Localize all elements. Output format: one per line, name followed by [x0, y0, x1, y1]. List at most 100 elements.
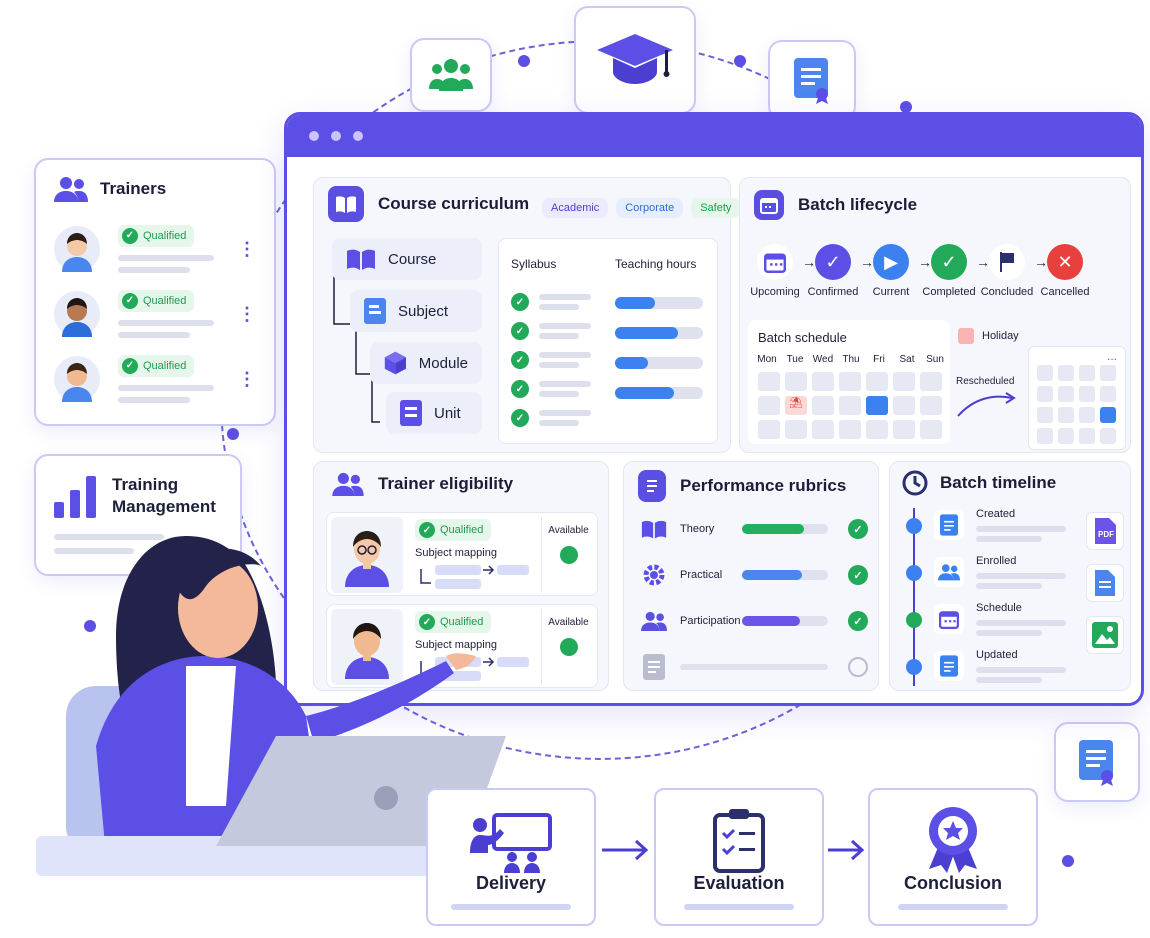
- document-icon: [638, 654, 670, 680]
- pdf-file-icon[interactable]: PDF: [1086, 512, 1124, 550]
- stage-completed[interactable]: ✓Completed: [918, 244, 980, 298]
- calendar-day[interactable]: [1100, 407, 1116, 423]
- teacher-board-icon: [470, 813, 552, 873]
- stage-upcoming[interactable]: Upcoming: [744, 244, 806, 298]
- status-label: Qualified: [143, 294, 187, 307]
- rubric-row: Participation ✓: [638, 606, 868, 636]
- conclusion-step[interactable]: Conclusion: [868, 788, 1038, 926]
- calendar-day[interactable]: [1079, 407, 1095, 423]
- calendar-day[interactable]: [1100, 386, 1116, 402]
- timeline-event[interactable]: Created: [906, 506, 1078, 546]
- qualified-badge: ✓Qualified: [415, 519, 492, 541]
- doc-file-icon[interactable]: [1086, 564, 1124, 602]
- timeline-event[interactable]: Updated: [906, 647, 1078, 687]
- curriculum-tag[interactable]: Corporate: [616, 198, 684, 218]
- calendar-day[interactable]: [920, 372, 942, 391]
- rescheduled-label: Rescheduled: [956, 376, 1015, 387]
- calendar-day[interactable]: [758, 372, 780, 391]
- more-menu-icon[interactable]: ⋮: [238, 238, 256, 259]
- calendar-day[interactable]: [893, 420, 915, 439]
- stage-cancelled[interactable]: ✕Cancelled: [1034, 244, 1096, 298]
- image-file-icon[interactable]: [1086, 616, 1124, 654]
- stage-label: Current: [872, 286, 910, 298]
- calendar-day[interactable]: [839, 396, 861, 415]
- calendar-day[interactable]: [1058, 386, 1074, 402]
- document-icon: [934, 510, 964, 540]
- calendar-day[interactable]: [1058, 407, 1074, 423]
- subject-mapping-label: Subject mapping: [415, 547, 497, 559]
- calendar-day[interactable]: [812, 396, 834, 415]
- check-icon: ✓: [511, 380, 529, 398]
- calendar-day[interactable]: [866, 420, 888, 439]
- calendar-day[interactable]: [920, 396, 942, 415]
- curriculum-tag[interactable]: Academic: [542, 198, 609, 218]
- timeline-event[interactable]: Schedule: [906, 600, 1078, 640]
- calendar-day[interactable]: [839, 420, 861, 439]
- stage-icon: [757, 244, 793, 280]
- calendar-day[interactable]: [839, 372, 861, 391]
- more-menu-icon[interactable]: ⋮: [238, 303, 256, 324]
- trainer-row[interactable]: ✓Qualified ⋮: [54, 216, 256, 281]
- rubric-label: Theory: [680, 523, 715, 535]
- orbit-dot: [227, 428, 239, 440]
- timeline-event[interactable]: Enrolled: [906, 553, 1078, 593]
- calendar-day[interactable]: [758, 420, 780, 439]
- calendar-day[interactable]: [866, 396, 888, 415]
- tree-node-course[interactable]: Course: [332, 238, 482, 280]
- rubric-label: Practical: [680, 569, 723, 581]
- calendar-day[interactable]: [1058, 365, 1074, 381]
- calendar-day[interactable]: [893, 372, 915, 391]
- calendar-day[interactable]: [812, 420, 834, 439]
- avatar: [54, 290, 100, 337]
- clock-icon: [902, 470, 928, 496]
- calendar-day[interactable]: [758, 396, 780, 415]
- calendar-day[interactable]: [785, 420, 807, 439]
- eligibility-row[interactable]: ✓Qualified Subject mapping Available: [326, 512, 598, 596]
- trainer-row[interactable]: ✓Qualified ⋮: [54, 346, 256, 411]
- calendar-day[interactable]: [1037, 428, 1053, 444]
- pending-icon: [848, 657, 868, 677]
- users-icon: [934, 557, 964, 587]
- delivery-step[interactable]: Delivery: [426, 788, 596, 926]
- calendar-day[interactable]: [1079, 428, 1095, 444]
- calendar-day[interactable]: [785, 372, 807, 391]
- award-ribbon-icon: [929, 807, 977, 873]
- calendar-day[interactable]: [1100, 365, 1116, 381]
- stage-label: Completed: [922, 286, 976, 298]
- calendar-day[interactable]: [1100, 428, 1116, 444]
- calendar-day[interactable]: [1079, 386, 1095, 402]
- tree-node-unit[interactable]: Unit: [386, 392, 482, 434]
- check-icon: ✓: [848, 565, 868, 585]
- users-icon: [332, 472, 364, 496]
- window-dot[interactable]: [353, 131, 363, 141]
- window-dot[interactable]: [331, 131, 341, 141]
- calendar-day[interactable]: [866, 372, 888, 391]
- stage-current[interactable]: ▶Current: [860, 244, 922, 298]
- stage-concluded[interactable]: Concluded: [976, 244, 1038, 298]
- tree-node-subject[interactable]: Subject: [350, 290, 482, 332]
- status-label: Qualified: [440, 616, 484, 628]
- calendar-day[interactable]: [1058, 428, 1074, 444]
- stage-confirmed[interactable]: ✓Confirmed: [802, 244, 864, 298]
- curriculum-tag[interactable]: Safety: [691, 198, 741, 218]
- syllabus-item: ✓: [511, 409, 591, 427]
- calendar-day[interactable]: [1037, 386, 1053, 402]
- evaluation-step[interactable]: Evaluation: [654, 788, 824, 926]
- calendar-day[interactable]: [1037, 407, 1053, 423]
- calendar-day[interactable]: [1079, 365, 1095, 381]
- trainer-row[interactable]: ✓Qualified ⋮: [54, 281, 256, 346]
- calendar-day[interactable]: [1037, 365, 1053, 381]
- calendar-day[interactable]: [812, 372, 834, 391]
- status-label: Qualified: [143, 229, 187, 242]
- rubric-bar: [742, 524, 828, 534]
- calendar-day[interactable]: [893, 396, 915, 415]
- trainers-title: Trainers: [100, 179, 167, 198]
- more-menu[interactable]: ...: [1106, 349, 1117, 363]
- tree-node-module[interactable]: Module: [370, 342, 482, 384]
- calendar-day[interactable]: [920, 420, 942, 439]
- calendar-day[interactable]: ⛱: [785, 396, 807, 415]
- more-menu-icon[interactable]: ⋮: [238, 368, 256, 389]
- arrow-right-icon: [828, 839, 865, 861]
- window-dot[interactable]: [309, 131, 319, 141]
